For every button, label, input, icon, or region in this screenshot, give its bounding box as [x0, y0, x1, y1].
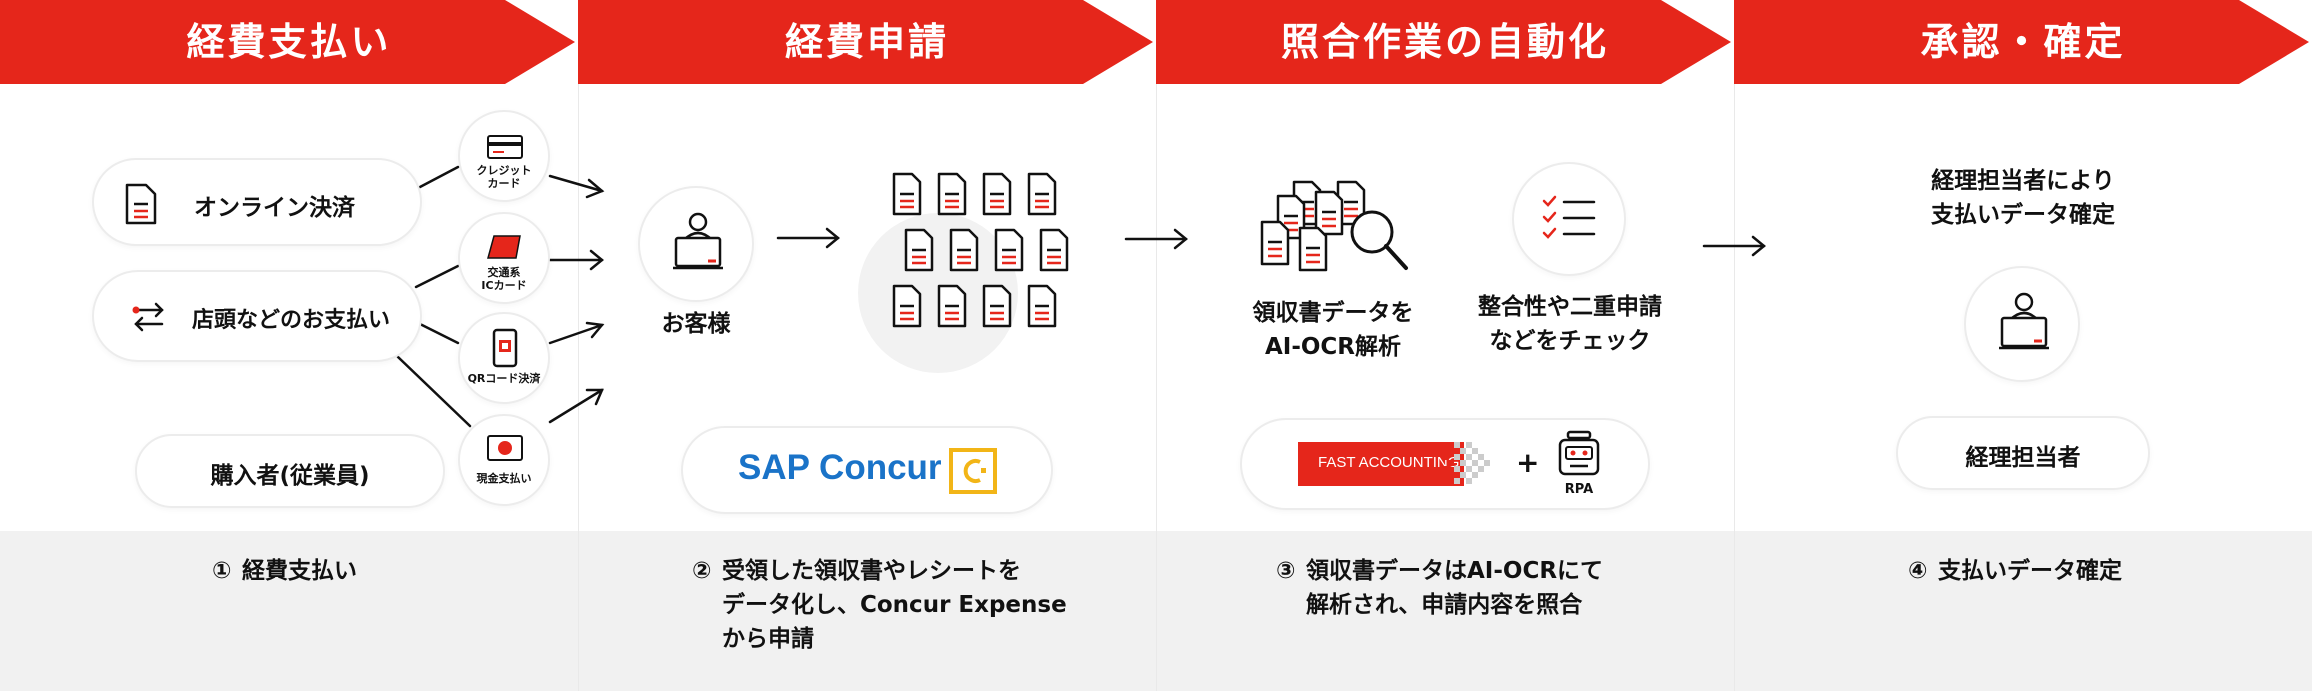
fast-accounting-text: FAST ACCOUNTING [1318, 454, 1460, 471]
method-label: 交通系 [487, 266, 521, 279]
exchange-icon [132, 302, 164, 332]
method-label: クレジット [476, 164, 532, 177]
accountant-circle [1964, 266, 2080, 382]
ocr-scan-icon [1260, 180, 1408, 272]
step-number: ① [212, 558, 232, 584]
column-divider [578, 84, 579, 691]
step-caption-2: ② 受領した領収書やレシートを データ化し、Concur Expense から申請 [692, 554, 1067, 656]
approval-desc-line: 支払いデータ確定 [1931, 202, 2115, 228]
online-payment-label: オンライン決済 [194, 195, 355, 221]
ic-card-icon [487, 235, 521, 259]
receipt-documents-icon [892, 172, 1069, 328]
method-label: カード [487, 177, 521, 190]
step-number: ④ [1908, 558, 1928, 584]
step-banner-3: 照合作業の自動化 [1156, 0, 1731, 84]
step-title: 経費支払い [186, 20, 392, 64]
step-caption-4: ④ 支払いデータ確定 [1908, 554, 2122, 588]
customer-label: お客様 [661, 311, 731, 337]
step-banner-1: 経費支払い [0, 0, 575, 84]
pixel-fade-graphic [1442, 442, 1490, 484]
accountant-pill: 経理担当者 [1896, 416, 2150, 490]
fast-accounting-rpa-pill: FAST ACCOUNTING + RPA [1240, 418, 1650, 510]
caption-line: 支払いデータ確定 [1938, 558, 2122, 584]
plus-sign: + [1516, 446, 1540, 479]
caption-line: データ化し、Concur Expense [722, 592, 1067, 618]
connector-lines [396, 165, 605, 428]
caption-line: 領収書データはAI-OCRにて [1306, 558, 1604, 584]
caption-line: 経費支払い [242, 558, 357, 584]
step-title: 承認・確定 [1920, 20, 2126, 64]
smartphone-qr-icon [492, 328, 518, 368]
check-label-line: 整合性や二重申請 [1478, 294, 1662, 320]
store-payment-label: 店頭などのお支払い [192, 308, 391, 333]
sap-concur-pill: SAP Concur [681, 426, 1053, 514]
step-number: ③ [1276, 558, 1296, 584]
qr-payment-method: QRコード決済 [458, 312, 550, 404]
store-payment-pill: 店頭などのお支払い [92, 270, 422, 362]
document-icon [125, 183, 157, 225]
user-laptop-icon [1999, 292, 2049, 350]
checklist-icon [1542, 195, 1596, 239]
column-divider [1734, 84, 1735, 691]
accountant-label: 経理担当者 [1965, 445, 2081, 471]
credit-card-icon [487, 135, 523, 159]
cash-method: 現金支払い [458, 414, 550, 506]
cash-icon [487, 435, 523, 461]
credit-card-method: クレジットカード [458, 110, 550, 202]
fast-accounting-logo: FAST ACCOUNTING [1298, 442, 1464, 486]
rpa-label: RPA [1564, 482, 1594, 497]
method-label: 現金支払い [476, 472, 532, 485]
ocr-label-line: AI-OCR解析 [1264, 334, 1402, 360]
caption-line: から申請 [722, 626, 814, 652]
sap-concur-logo-text: SAP Concur [738, 448, 942, 487]
step-title: 経費申請 [784, 20, 949, 64]
arrow-right-icon [1702, 235, 1766, 257]
rpa-robot-icon [1558, 430, 1600, 476]
buyer-label: 購入者(従業員) [210, 463, 370, 489]
caption-line: 解析され、申請内容を照合 [1306, 592, 1583, 618]
column-divider [1156, 84, 1157, 691]
arrow-right-icon [776, 227, 840, 249]
method-label: QRコード決済 [467, 372, 541, 385]
caption-line: 受領した領収書やレシートを [722, 558, 1021, 584]
buyer-pill: 購入者(従業員) [135, 434, 445, 508]
customer-circle [638, 186, 754, 302]
step-caption-3: ③ 領収書データはAI-OCRにて 解析され、申請内容を照合 [1276, 554, 1603, 622]
approval-desc-line: 経理担当者により [1931, 168, 2115, 194]
ocr-label-line: 領収書データを [1252, 300, 1414, 326]
step-caption-1: ① 経費支払い [212, 554, 357, 588]
step-banner-4: 承認・確定 [1734, 0, 2309, 84]
check-label-line: などをチェック [1489, 328, 1651, 354]
step-number: ② [692, 558, 712, 584]
user-laptop-icon [673, 212, 723, 270]
method-label: ICカード [481, 279, 527, 292]
step-banner-2: 経費申請 [578, 0, 1153, 84]
concur-c-logo-icon [949, 448, 997, 494]
step-title: 照合作業の自動化 [1280, 20, 1609, 64]
checklist-circle [1512, 162, 1626, 276]
online-payment-pill: オンライン決済 [92, 158, 422, 246]
arrow-right-icon [1124, 228, 1188, 250]
